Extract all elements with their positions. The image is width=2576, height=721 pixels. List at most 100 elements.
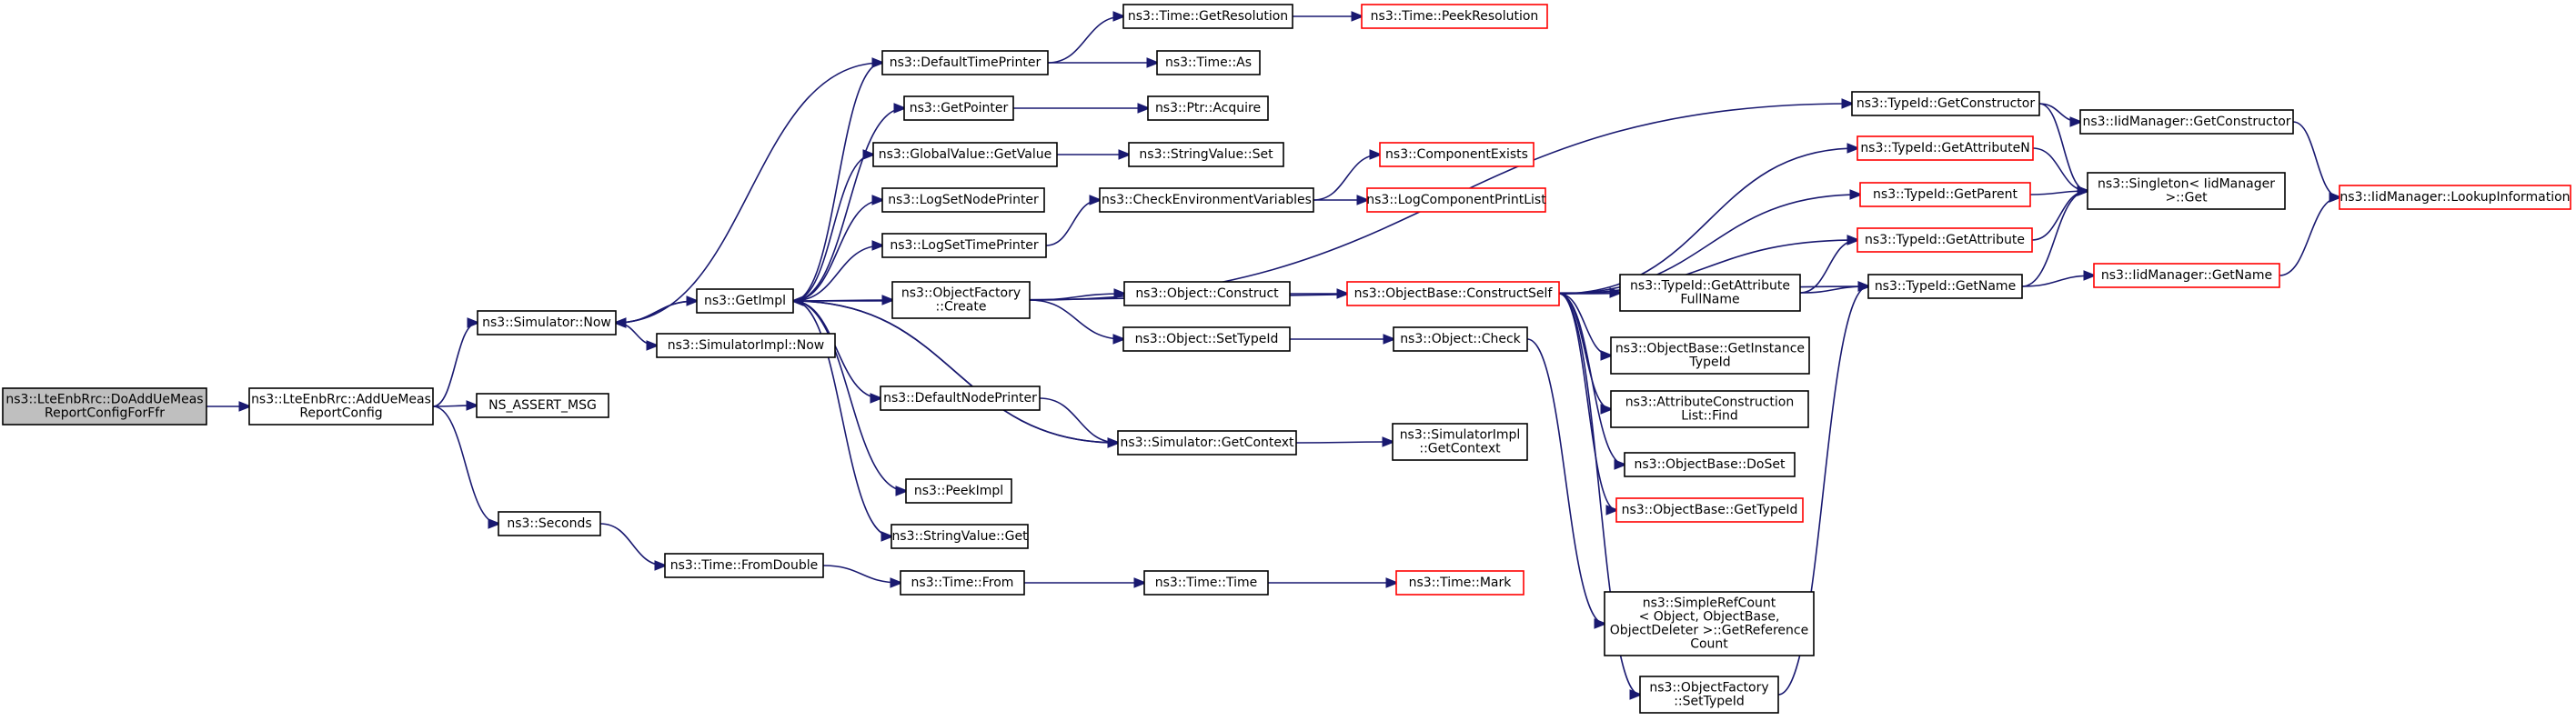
node-label: ns3::SimulatorImpl [1400, 428, 1521, 443]
node-box [881, 233, 1047, 258]
edge-getattrfull-to-getattr [1799, 240, 1857, 294]
edge-constructself-to-doset [1558, 293, 1625, 465]
node-timeas[interactable]: ns3::Time::As [1156, 50, 1261, 75]
node-deftime[interactable]: ns3::DefaultTimePrinter [881, 50, 1049, 75]
edge-simgetctx-to-simimplctx [1295, 442, 1393, 443]
node-ptracq[interactable]: ns3::Ptr::Acquire [1147, 95, 1269, 121]
node-simgetctx[interactable]: ns3::Simulator::GetContext [1117, 430, 1297, 456]
node-objconstruct[interactable]: ns3::Object::Construct [1123, 281, 1291, 306]
node-gvgetvalue[interactable]: ns3::GlobalValue::GetValue [872, 142, 1058, 167]
node-lognode[interactable]: ns3::LogSetNodePrinter [881, 187, 1045, 213]
node-objsettypeid[interactable]: ns3::Object::SetTypeId [1122, 326, 1291, 352]
node-box [1604, 591, 1815, 656]
edge-getimpl-to-logtime [792, 245, 882, 302]
node-getpointer[interactable]: ns3::GetPointer [903, 95, 1014, 121]
node-getattr[interactable]: ns3::TypeId::GetAttribute [1857, 227, 2033, 253]
edge-getimpl-to-gvgetvalue [792, 155, 873, 302]
node-box [476, 393, 609, 418]
node-label: ns3::LogComponentPrintList [1366, 193, 1546, 207]
node-logprint[interactable]: ns3::LogComponentPrintList [1366, 187, 1546, 213]
node-svget[interactable]: ns3::StringValue::Get [891, 524, 1029, 549]
node-label: ns3::SimpleRefCount [1643, 596, 1776, 611]
node-root[interactable]: ns3::LteEnbRrc::DoAddUeMeasReportConfigF… [2, 387, 207, 426]
edge-ofcreate-to-objsettypeid [1029, 299, 1123, 339]
edge-getimpl-to-peekimpl [792, 300, 906, 491]
node-box [1392, 423, 1528, 461]
node-peekres[interactable]: ns3::Time::PeekResolution [1361, 4, 1548, 29]
node-getimpl[interactable]: ns3::GetImpl [696, 288, 794, 314]
node-box [1615, 497, 1804, 523]
node-peekimpl[interactable]: ns3::PeekImpl [905, 478, 1012, 504]
node-box [477, 310, 617, 335]
node-label: < Object, ObjectBase, [1639, 610, 1780, 625]
node-timefrom[interactable]: ns3::Time::From [900, 570, 1025, 596]
node-defnode[interactable]: ns3::DefaultNodePrinter [880, 386, 1041, 411]
node-getparent[interactable]: ns3::TypeId::GetParent [1859, 182, 2031, 207]
edge-simgetctx-to-getimpl [793, 301, 1119, 444]
edge-ofsettypeid-to-typegetname [1777, 286, 1868, 696]
node-compexists[interactable]: ns3::ComponentExists [1379, 142, 1535, 167]
node-box [1122, 326, 1291, 352]
node-seconds[interactable]: ns3::Seconds [498, 511, 601, 536]
node-checkenv[interactable]: ns3::CheckEnvironmentVariables [1099, 187, 1314, 213]
node-box [1122, 4, 1293, 29]
node-ofsettypeid[interactable]: ns3::ObjectFactory::SetTypeId [1639, 676, 1779, 714]
node-simnow[interactable]: ns3::Simulator::Now [477, 310, 617, 335]
node-box [1610, 336, 1810, 375]
node-lookup[interactable]: ns3::IidManager::LookupInformation [2339, 185, 2571, 210]
node-label: ns3::PeekImpl [914, 484, 1003, 498]
node-assert[interactable]: NS_ASSERT_MSG [476, 393, 609, 418]
node-box [2339, 185, 2571, 210]
node-label: ::SetTypeId [1674, 695, 1745, 709]
node-box [880, 386, 1041, 411]
node-box [891, 524, 1029, 549]
node-simimplnow[interactable]: ns3::SimulatorImpl::Now [656, 333, 836, 358]
node-iidgetctor[interactable]: ns3::IidManager::GetConstructor [2079, 109, 2294, 135]
node-timemark[interactable]: ns3::Time::Mark [1395, 570, 1524, 596]
node-iidgetname[interactable]: ns3::IidManager::GetName [2093, 263, 2280, 288]
edge-fromdouble-to-timefrom [822, 565, 901, 583]
node-fromdouble[interactable]: ns3::Time::FromDouble [664, 553, 824, 578]
node-box [1379, 142, 1535, 167]
node-label: ns3::Singleton< IidManager [2098, 177, 2275, 192]
node-getres[interactable]: ns3::Time::GetResolution [1122, 4, 1293, 29]
node-getattrn[interactable]: ns3::TypeId::GetAttributeN [1857, 135, 2034, 161]
node-svset[interactable]: ns3::StringValue::Set [1128, 142, 1284, 167]
node-box [1123, 281, 1291, 306]
edge-constructself-to-acfind [1558, 293, 1611, 409]
node-label: ns3::StringValue::Set [1139, 147, 1273, 162]
edge-getimpl-to-svget [792, 300, 891, 536]
node-constructself[interactable]: ns3::ObjectBase::ConstructSelf [1346, 281, 1560, 306]
node-simimplctx[interactable]: ns3::SimulatorImpl::GetContext [1392, 423, 1528, 461]
node-label: ns3::Object::SetTypeId [1135, 332, 1279, 346]
edge-objcheck-to-refcount [1526, 338, 1605, 624]
node-logtime[interactable]: ns3::LogSetTimePrinter [881, 233, 1047, 258]
node-box [2079, 109, 2294, 135]
edge-getimpl-to-simnow [616, 300, 698, 323]
node-singleton[interactable]: ns3::Singleton< IidManager >::Get [2087, 172, 2286, 210]
node-box [1624, 452, 1796, 477]
node-refcount[interactable]: ns3::SimpleRefCount< Object, ObjectBase,… [1604, 591, 1815, 656]
node-timetime[interactable]: ns3::Time::Time [1143, 570, 1269, 596]
edge-getattrn-to-singleton [2032, 147, 2088, 191]
node-doset[interactable]: ns3::ObjectBase::DoSet [1624, 452, 1796, 477]
node-box [248, 387, 434, 426]
node-label: ns3::ObjectFactory [1649, 681, 1768, 696]
node-label: ns3::TypeId::GetConstructor [1857, 96, 2035, 111]
node-label: ns3::IidManager::GetConstructor [2082, 115, 2290, 129]
node-ofcreate[interactable]: ns3::ObjectFactory::Create [891, 281, 1031, 319]
node-getctor[interactable]: ns3::TypeId::GetConstructor [1851, 91, 2040, 116]
node-objcheck[interactable]: ns3::Object::Check [1393, 326, 1528, 352]
node-label: ns3::Time::Time [1155, 576, 1257, 590]
node-box [1619, 274, 1801, 312]
node-layer: ns3::LteEnbRrc::DoAddUeMeasReportConfigF… [2, 4, 2571, 714]
node-box [872, 142, 1058, 167]
node-obgettypeid[interactable]: ns3::ObjectBase::GetTypeId [1615, 497, 1804, 523]
node-label: ns3::ComponentExists [1385, 147, 1528, 162]
node-typegetname[interactable]: ns3::TypeId::GetName [1867, 274, 2023, 299]
edge-constructself-to-getinst [1558, 293, 1611, 355]
